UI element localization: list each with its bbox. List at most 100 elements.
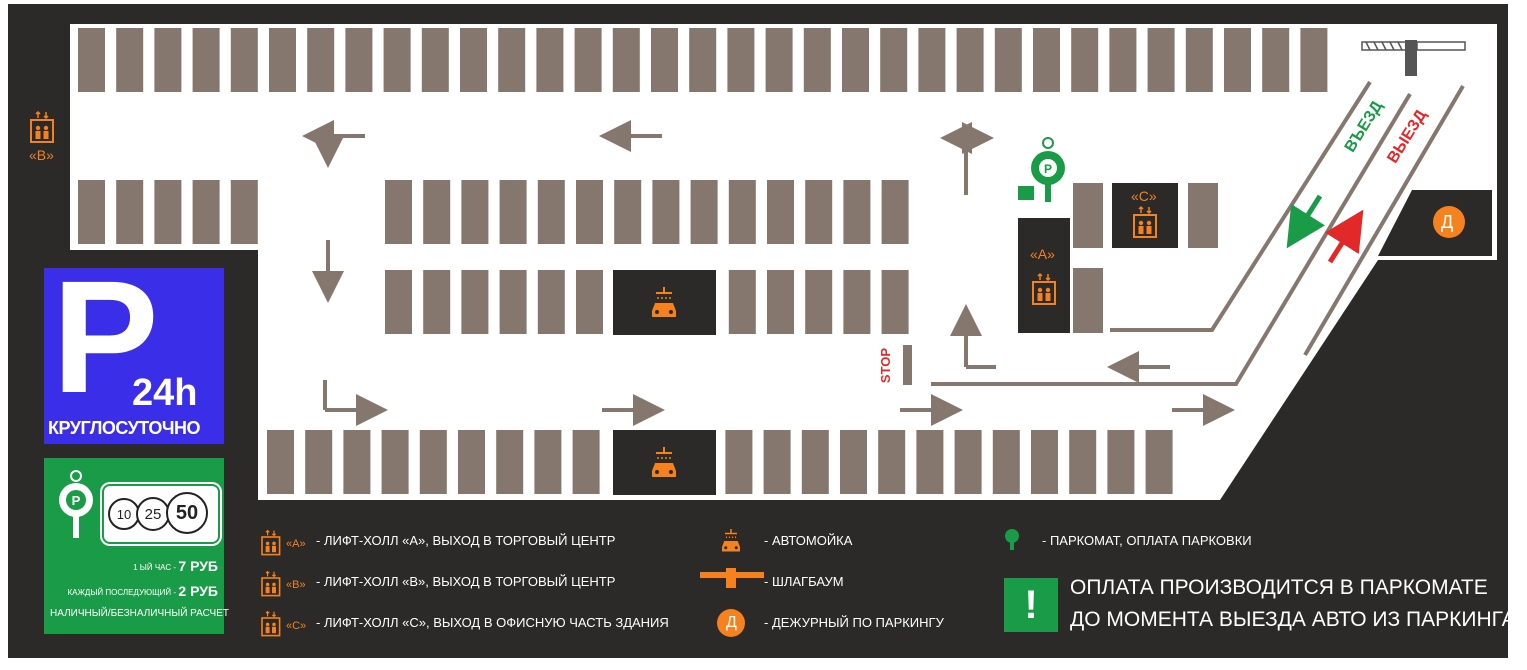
ramp-lines (931, 80, 1465, 386)
svg-text:P: P (72, 493, 81, 508)
notice-mark: ! (1004, 578, 1058, 632)
lift-a-label: «А» (1030, 246, 1055, 262)
lift-b-label: «В» (29, 147, 54, 163)
exit-arrow (1325, 209, 1364, 264)
parking-slot (267, 430, 294, 494)
entry-arrow (1286, 194, 1325, 249)
parking-slot (918, 28, 946, 92)
parking-hours: 24h (132, 372, 198, 414)
duty-icon (1433, 206, 1465, 238)
duty-letter: Д (1441, 212, 1454, 232)
parking-slot (78, 180, 105, 244)
coin: 50 (166, 492, 208, 534)
parking-slot (576, 270, 603, 334)
parking-slot (345, 28, 373, 92)
parking-slot (728, 270, 756, 334)
parking-slot (765, 28, 793, 92)
parking-slot (878, 430, 906, 494)
parking-slot (728, 180, 756, 244)
slots-middle-row-1 (385, 180, 909, 244)
parking-slot (307, 28, 335, 92)
legend-icon-b: «В» (286, 579, 306, 591)
parking-slot (230, 180, 258, 244)
first-hour-price: 7 РУБ (178, 558, 218, 574)
parking-slot (1107, 430, 1135, 494)
tariff-panel: P 10 25 50 1 ЫЙ ЧАС - 7 РУБ КАЖДЫЙ ПОСЛЕ… (44, 458, 229, 634)
parking-slot (954, 430, 982, 494)
parking-slot (614, 180, 642, 244)
parking-slot (461, 180, 489, 244)
parking-slot (230, 28, 258, 92)
parking-letter: P (52, 247, 159, 426)
legend-duty-letter: Д (726, 614, 737, 631)
parking-slot (421, 28, 449, 92)
parking-slot (305, 430, 333, 494)
slot-a-2 (1073, 268, 1103, 333)
parking-slot (1224, 28, 1251, 92)
parking-slot (269, 28, 296, 92)
parking-slot (1031, 430, 1058, 494)
parking-slot (763, 430, 791, 494)
parking-slot (383, 28, 411, 92)
parking-slot (385, 270, 412, 334)
parking-slot (1071, 28, 1099, 92)
parking-slot (992, 430, 1020, 494)
road-area (70, 24, 1497, 500)
parking-slot (1300, 28, 1328, 92)
parking-slot (652, 180, 680, 244)
parking-slot (534, 430, 562, 494)
parking-slot (461, 270, 489, 334)
parking-slot (154, 28, 182, 92)
slot-a-1 (1073, 183, 1103, 248)
slots-left-row (78, 180, 258, 244)
first-hour-label: 1 ЫЙ ЧАС - (133, 563, 176, 572)
parking-slot (805, 180, 833, 244)
each-next-price: 2 РУБ (178, 583, 218, 599)
parking-slot (423, 270, 451, 334)
parking-slot (498, 28, 526, 92)
stop-label: STOP (878, 347, 894, 384)
legend-barrier: - ШЛАГБАУМ (764, 574, 844, 589)
parking-slot (343, 430, 371, 494)
legend-lift-c: - ЛИФТ-ХОЛЛ «С», ВЫХОД В ОФИСНУЮ ЧАСТЬ З… (316, 615, 669, 630)
parking-slot (916, 430, 944, 494)
parking-slot (1185, 28, 1213, 92)
parking-slot (1147, 28, 1175, 92)
parking-slot (881, 270, 909, 334)
legend-icon-c: «С» (286, 620, 307, 632)
slots-top-row (78, 28, 1328, 92)
slots-bottom-row (267, 430, 1173, 494)
parking-meter-icon: P (1018, 137, 1065, 202)
coins-box: 10 25 50 (102, 484, 220, 544)
each-next-label: КАЖДЫЙ ПОСЛЕДУЮЩИЙ - (67, 588, 176, 597)
legend-duty: - ДЕЖУРНЫЙ ПО ПАРКИНГУ (764, 615, 944, 630)
parking-slot (192, 28, 220, 92)
payment-types: НАЛИЧНЫЙ/БЕЗНАЛИЧНЫЙ РАСЧЕТ (50, 608, 229, 619)
parking-slot (460, 28, 487, 92)
parking-slot (576, 180, 603, 244)
parking-slot (690, 180, 718, 244)
stop-line (903, 345, 912, 385)
parking-slot (192, 180, 220, 244)
parking-slot (801, 430, 829, 494)
car-wash-2 (613, 430, 716, 495)
parking-slot (537, 270, 565, 334)
barrier-icon (1361, 40, 1466, 76)
parking-slot (1069, 430, 1097, 494)
parking-slot (843, 180, 871, 244)
parking-slot (536, 28, 564, 92)
legend-car-wash: - АВТОМОЙКА (764, 533, 853, 548)
parking-slot (994, 28, 1022, 92)
legend-lift-a: - ЛИФТ-ХОЛЛ «А», ВЫХОД В ТОРГОВЫЙ ЦЕНТР (316, 533, 616, 548)
parking-slot (116, 180, 144, 244)
parking-slot (381, 430, 409, 494)
parking-sign: P 24h КРУГЛОСУТОЧНО (44, 257, 224, 444)
parking-slot (458, 430, 485, 494)
slots-middle-row-2 (385, 270, 909, 334)
parking-slot (1145, 430, 1173, 494)
parking-slot (1033, 28, 1060, 92)
lift-c-label: «С» (1131, 188, 1157, 204)
parking-slot (840, 430, 867, 494)
parking-slot (767, 180, 794, 244)
slot-c-1 (1188, 183, 1218, 248)
